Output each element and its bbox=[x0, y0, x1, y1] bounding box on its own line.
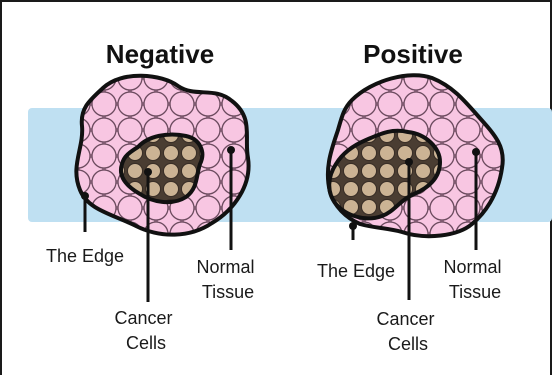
positive-title: Positive bbox=[363, 39, 463, 69]
positive-normal-label: Normal Tissue bbox=[443, 257, 506, 302]
positive-cancer-label: Cancer Cells bbox=[376, 309, 439, 354]
positive-panel: Positive The Edge Cancer Cells Normal Ti… bbox=[317, 39, 507, 354]
negative-title: Negative bbox=[106, 39, 214, 69]
negative-cancer-label: Cancer Cells bbox=[114, 308, 177, 353]
negative-normal-label: Normal Tissue bbox=[196, 257, 259, 302]
negative-edge-label: The Edge bbox=[46, 246, 124, 266]
positive-edge-label: The Edge bbox=[317, 261, 395, 281]
